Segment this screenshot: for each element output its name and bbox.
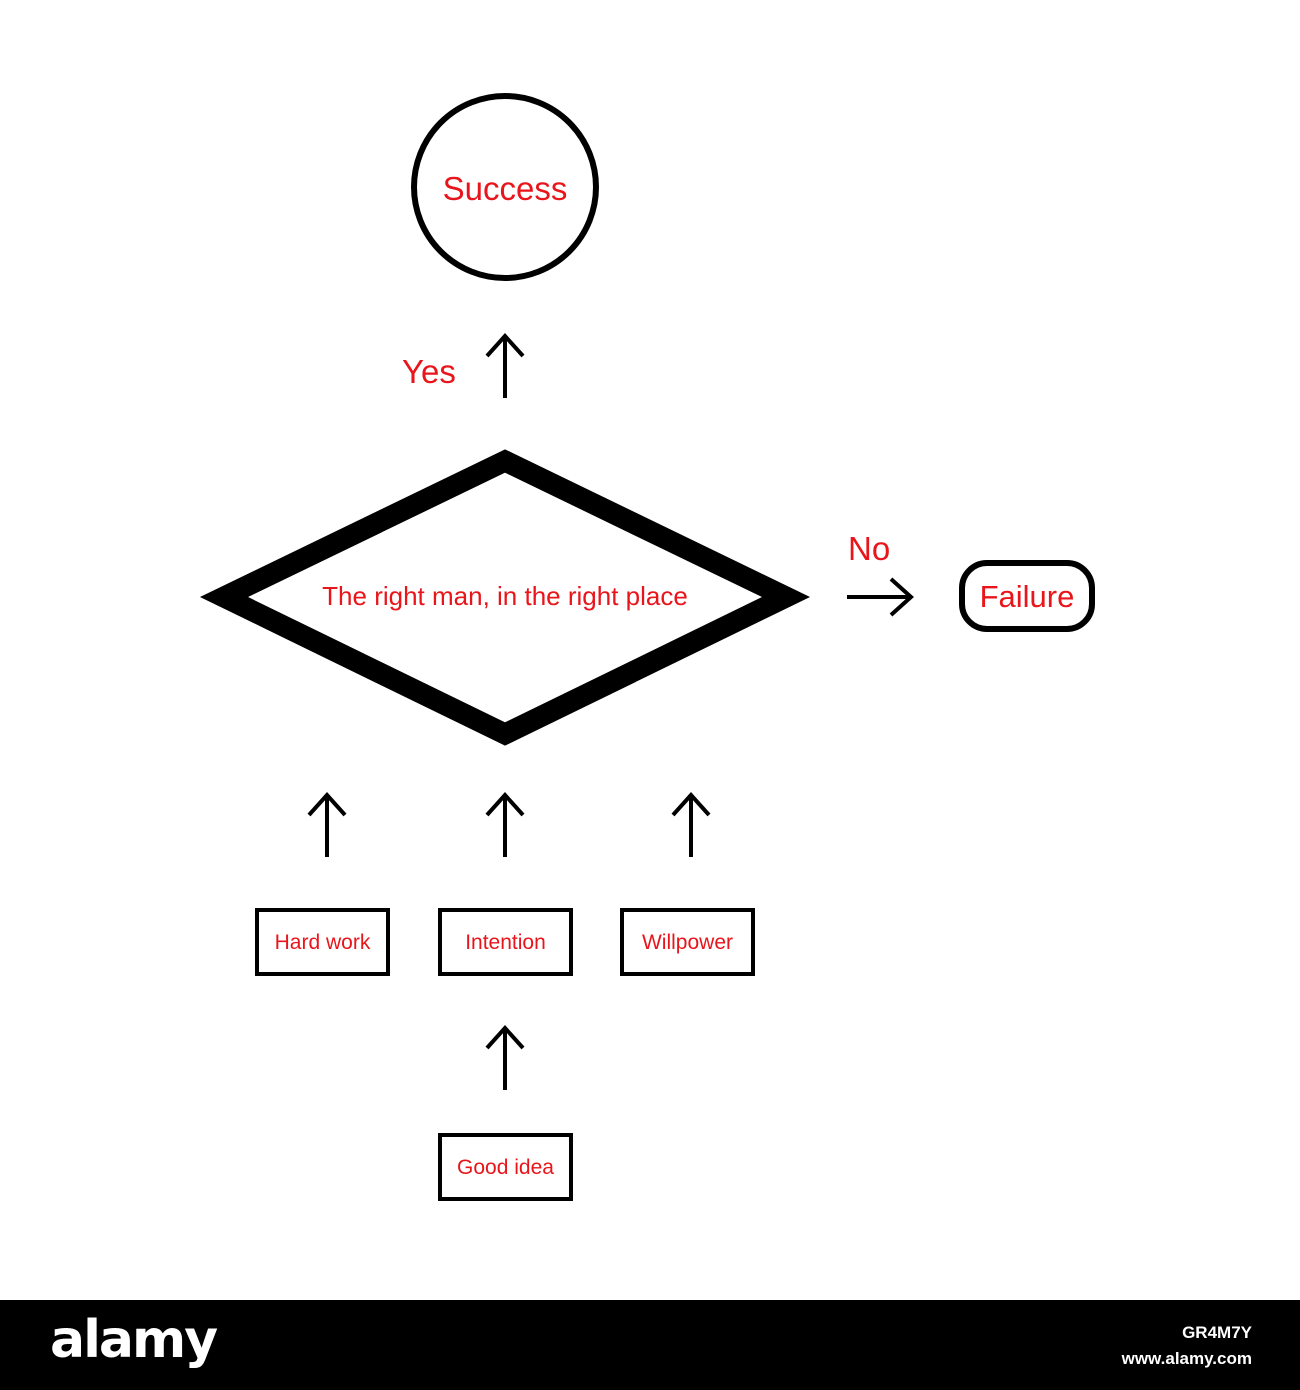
good-idea-arrow [485, 1025, 525, 1090]
yes-arrow [485, 333, 525, 398]
willpower-box: Willpower [620, 908, 755, 976]
flowchart: Success Yes The right man, in the right … [199, 93, 1095, 1201]
image-id: GR4M7Y [1182, 1323, 1252, 1342]
alamy-logo: alamy [50, 1310, 218, 1370]
success-label: Success [442, 170, 568, 207]
watermark-footer: alamy GR4M7Y www.alamy.com [0, 1300, 1300, 1390]
no-label: No [848, 530, 891, 567]
hard-work-arrow [307, 792, 347, 857]
willpower-label: Willpower [641, 930, 733, 954]
no-arrow [847, 577, 914, 617]
decision-label: The right man, in the right place [322, 581, 688, 611]
hard-work-label: Hard work [274, 930, 371, 954]
decision-diamond [199, 449, 811, 746]
site-url: www.alamy.com [1121, 1349, 1252, 1368]
flowchart-lines [199, 93, 914, 1090]
good-idea-label: Good idea [457, 1155, 554, 1179]
intention-label: Intention [465, 930, 546, 954]
success-circle [411, 93, 599, 281]
intention-box: Intention [438, 908, 573, 976]
failure-label: Failure [979, 578, 1075, 614]
willpower-arrow [671, 792, 711, 857]
hard-work-box: Hard work [255, 908, 390, 976]
yes-label: Yes [402, 353, 456, 390]
intention-arrow [485, 792, 525, 857]
failure-terminator: Failure [959, 560, 1095, 632]
good-idea-box: Good idea [438, 1133, 573, 1201]
